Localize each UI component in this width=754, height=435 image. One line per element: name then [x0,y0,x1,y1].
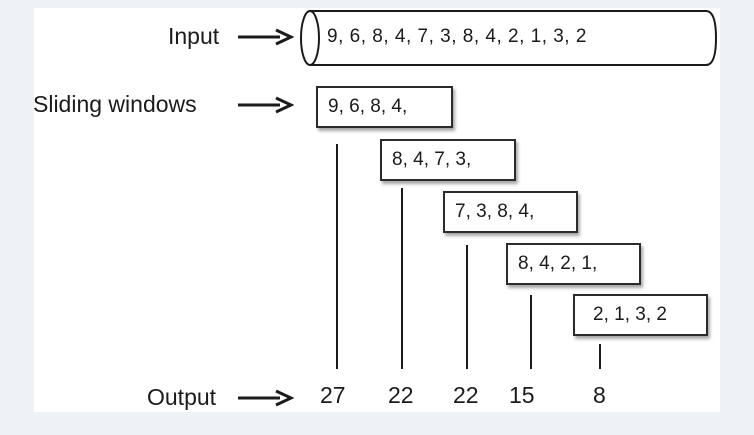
connector-line [466,245,468,369]
sliding-windows-arrow-icon [238,96,294,114]
output-label: Output [147,384,217,410]
connector-line [530,295,532,369]
window-1: 9, 6, 8, 4, [316,86,453,128]
diagram-canvas [34,8,720,412]
output-value: 22 [453,382,479,408]
window-3: 7, 3, 8, 4, [443,191,578,233]
input-sequence: 9, 6, 8, 4, 7, 3, 8, 4, 2, 1, 3, 2 [327,26,587,47]
output-value: 22 [388,382,414,408]
input-arrow-icon [238,28,294,46]
connector-line [599,344,601,369]
connector-line [336,144,338,369]
window-5: 2, 1, 3, 2 [573,294,708,336]
output-value: 27 [320,382,346,408]
input-cylinder [300,10,718,66]
window-2: 8, 4, 7, 3, [380,139,516,181]
sliding-windows-label: Sliding windows [33,91,197,117]
output-value: 15 [509,382,535,408]
output-value: 8 [593,382,606,408]
window-4: 8, 4, 2, 1, [506,243,641,285]
connector-line [401,188,403,369]
output-arrow-icon [238,389,294,407]
input-label: Input [168,23,220,49]
